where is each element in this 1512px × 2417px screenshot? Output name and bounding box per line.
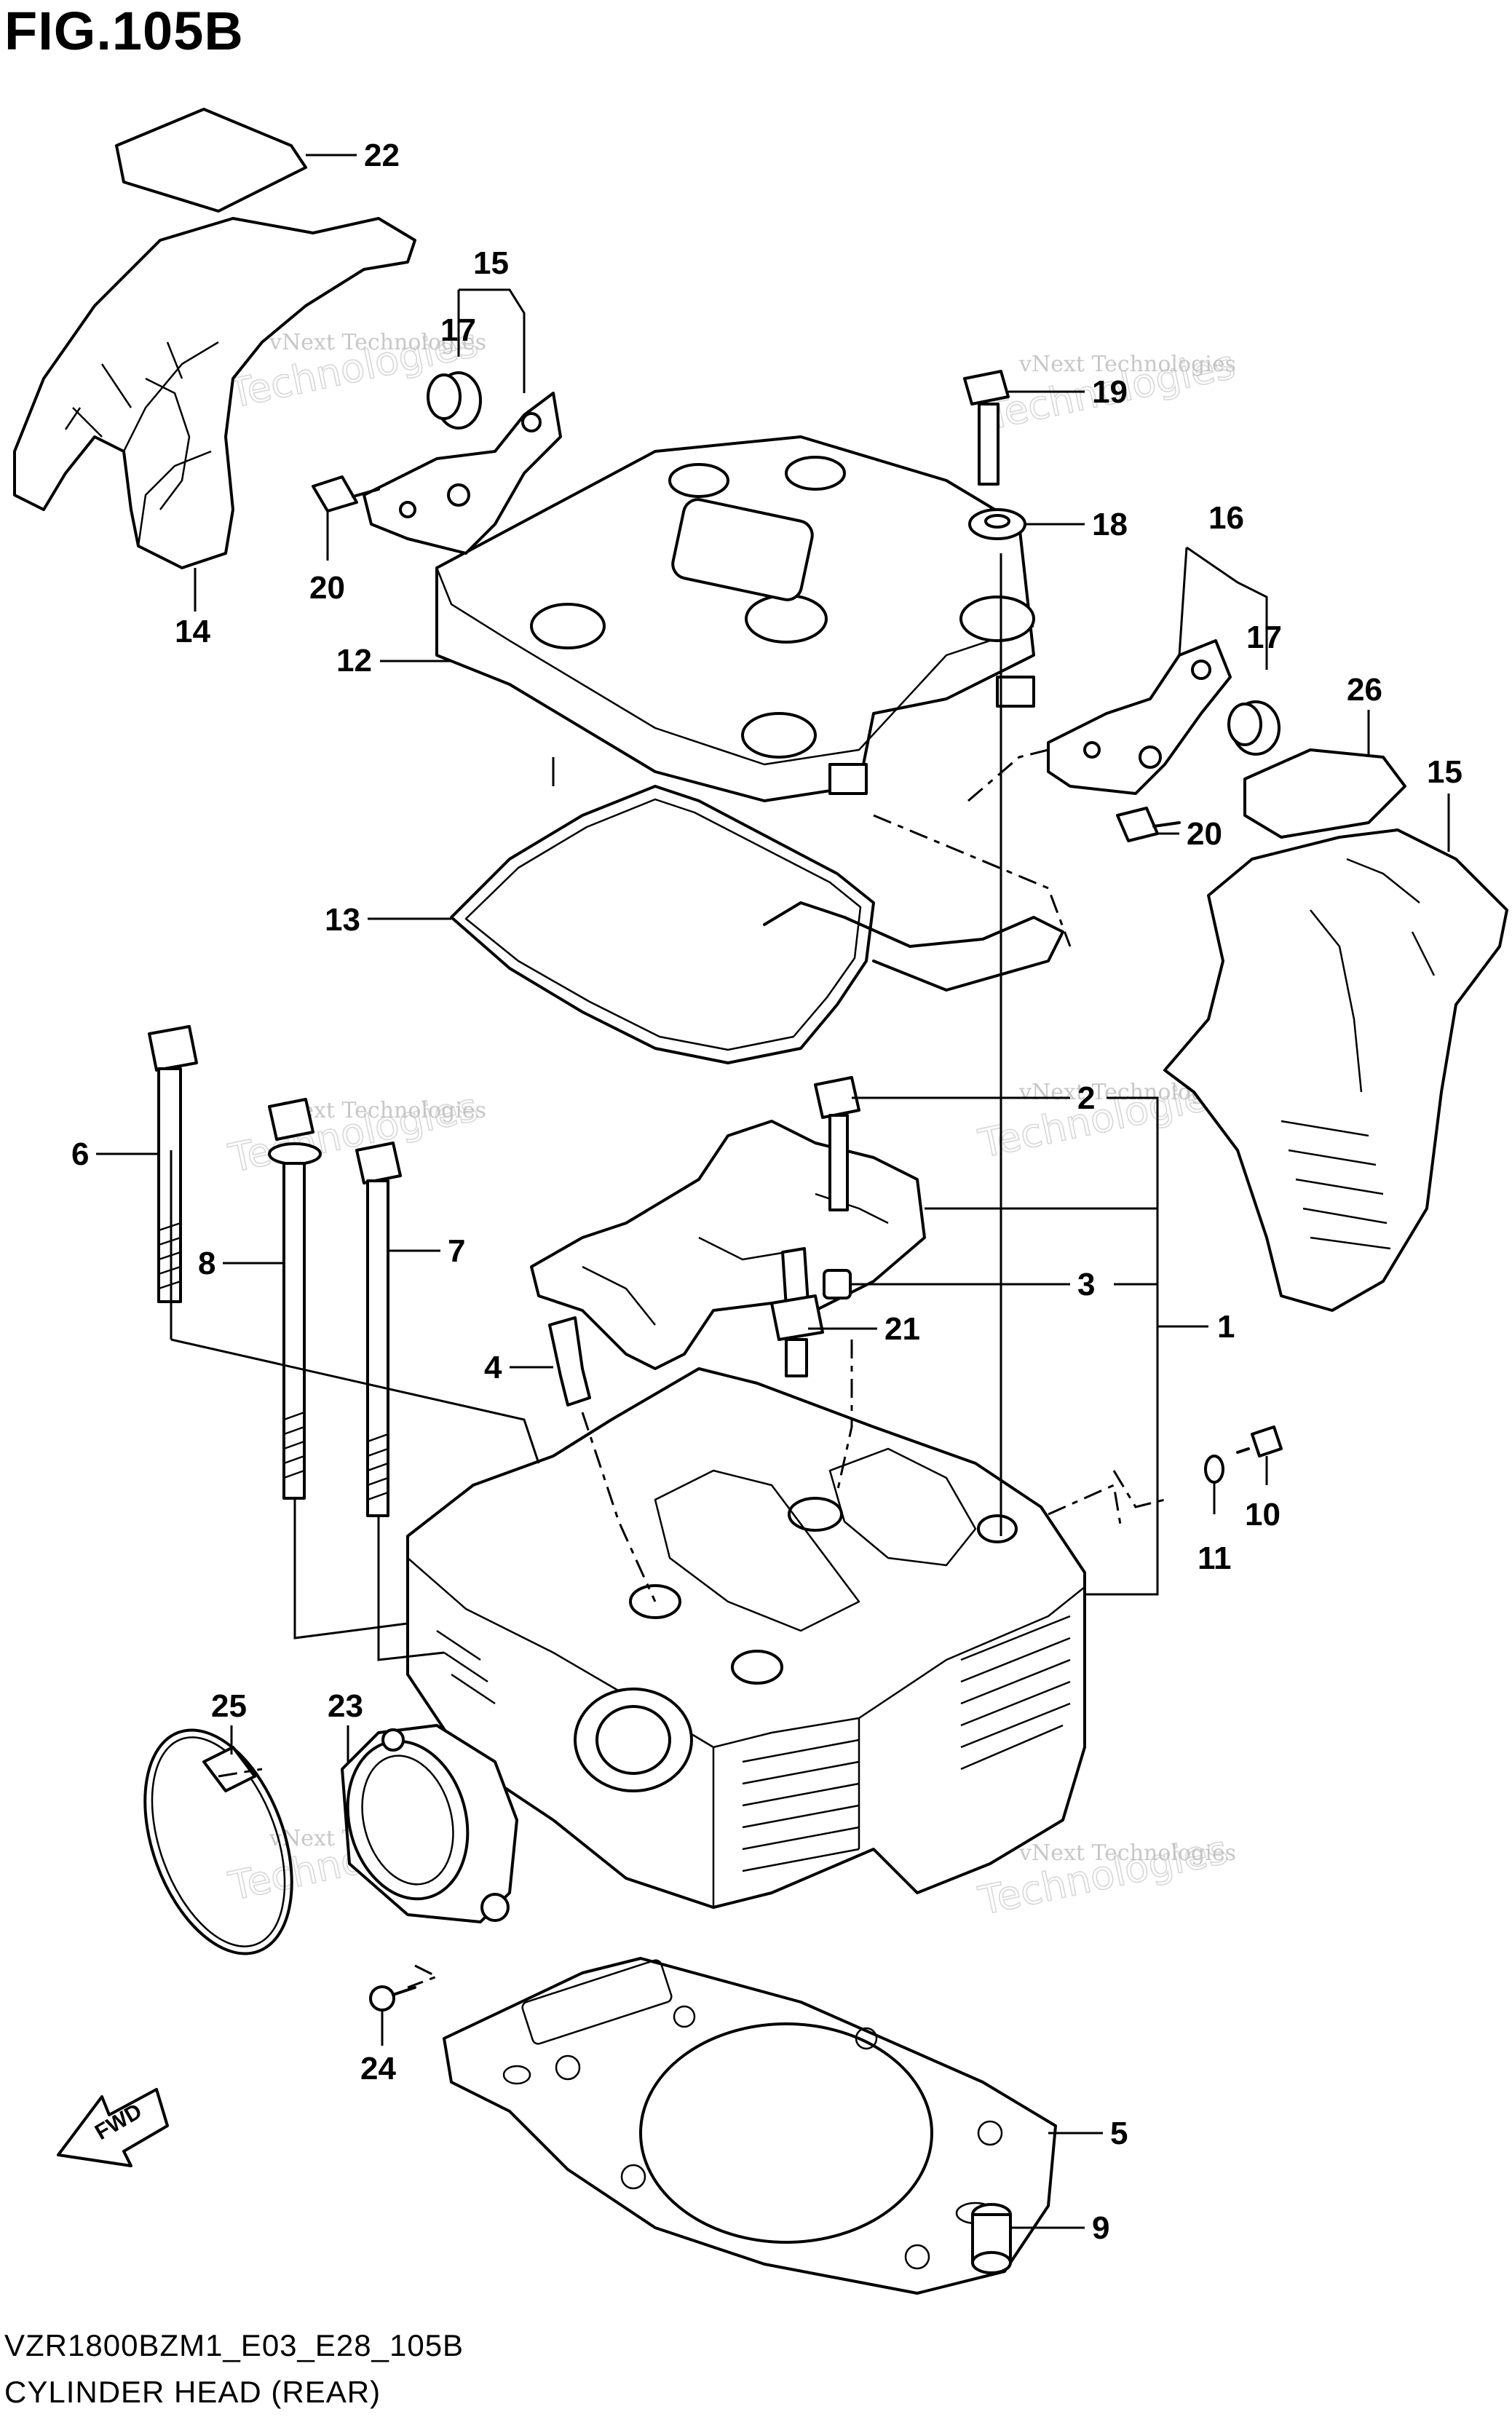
watermark-text: vNext Technologies (1018, 352, 1236, 377)
part-24-clamp (143, 1728, 293, 1955)
callout-11: 11 (1198, 1540, 1232, 1576)
part-22-intake-pipe (341, 1724, 518, 1923)
part-20-bolt-left (312, 475, 380, 513)
callout-23: 24 (360, 2051, 396, 2086)
callout-21: 21 (884, 1311, 920, 1347)
connection-lines (170, 553, 1165, 1989)
part-16-bracket-right (1047, 639, 1232, 795)
callout-26: 26 (1347, 672, 1382, 708)
part-23-screw (369, 1985, 416, 2011)
callout-10: 10 (1245, 1497, 1281, 1532)
part-17-grommet-left (427, 371, 482, 430)
callout-16: 16 (1208, 500, 1244, 536)
part-19-bolt (963, 370, 1010, 486)
callout-19: 19 (1092, 374, 1128, 410)
figure-code: VZR1800BZM1_E03_E28_105B (4, 2328, 464, 2362)
callout-9: 9 (1092, 2210, 1109, 2246)
callout-14: 14 (175, 614, 210, 649)
part-11-washer (1204, 1455, 1224, 1484)
part-20-bolt-right (1116, 807, 1181, 842)
callout-6: 6 (71, 1136, 89, 1172)
part-4-lifter (548, 1316, 591, 1407)
callout-25: 22 (364, 138, 400, 173)
callout-18: 18 (1092, 507, 1128, 542)
callout-17: 17 (1246, 620, 1282, 655)
callout-22: 23 (328, 1688, 363, 1724)
part-10-bolt (1236, 1425, 1283, 1457)
watermark-text: vNext Technologies (269, 330, 486, 355)
callouts: 22 15 17 14 20 12 19 18 16 17 26 15 (71, 138, 1462, 2246)
part-8-bolt (268, 1098, 322, 1500)
callout-4: 4 (484, 1350, 502, 1385)
part-7-bolt (355, 1142, 402, 1517)
part-13-gasket (450, 785, 1064, 1064)
part-17-grommet-right (1227, 700, 1281, 756)
callout-8: 8 (198, 1246, 215, 1281)
part-3-dowel (823, 1269, 852, 1300)
part-25-sheet (115, 108, 307, 213)
part-5-head-gasket (443, 1957, 1057, 2295)
callout-15: 15 (1427, 754, 1462, 790)
callout-17: 17 (440, 312, 476, 348)
part-18-washer (968, 508, 1026, 540)
part-14-cover (13, 217, 416, 569)
callout-20: 20 (309, 570, 345, 606)
callout-5: 5 (1110, 2116, 1128, 2151)
part-15-cover (1163, 828, 1508, 1312)
callout-1: 1 (1217, 1309, 1235, 1345)
part-9-dowel (971, 2203, 1012, 2274)
figure-title: FIG.105B (4, 1, 244, 61)
part-16-bracket-left (363, 392, 562, 555)
watermark-text: vNext Technologies (1018, 1840, 1236, 1866)
part-26-sheet (1243, 748, 1406, 839)
callout-12: 12 (336, 643, 372, 679)
figure-name: CYLINDER HEAD (REAR) (4, 2375, 381, 2409)
fwd-arrow: FWD (57, 2088, 169, 2167)
callout-7: 7 (448, 1233, 465, 1269)
part-2-bolt (814, 1076, 860, 1211)
callout-13: 13 (325, 902, 360, 938)
callout-16: 15 (473, 245, 509, 281)
part-12-head-cover (435, 435, 1035, 802)
callout-20: 20 (1187, 816, 1222, 852)
part-1-camshaft-holder (530, 1120, 926, 1370)
part-6-bolt (148, 1025, 198, 1303)
callout-2: 2 (1077, 1080, 1095, 1116)
callout-3: 3 (1077, 1267, 1095, 1302)
callout-24: 25 (211, 1688, 247, 1724)
part-1-cylinder-head (406, 1367, 1086, 1909)
